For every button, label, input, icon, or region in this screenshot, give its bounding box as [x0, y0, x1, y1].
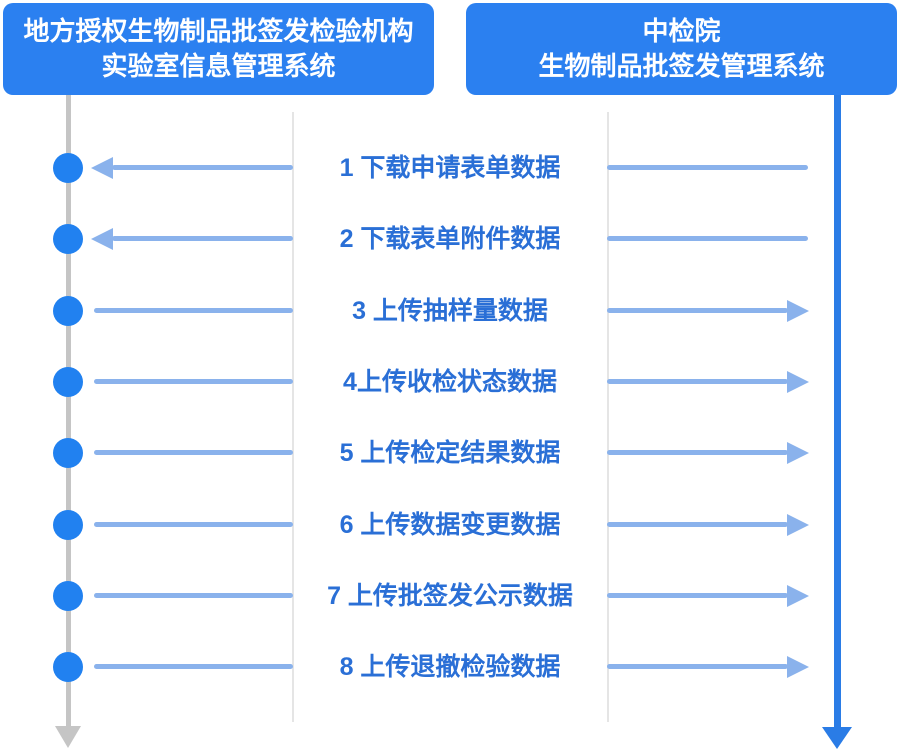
message-label: 3 上传抽样量数据	[352, 297, 548, 325]
message-dot	[53, 153, 83, 183]
actor-box-nifdc-system: 中检院 生物制品批签发管理系统	[466, 3, 897, 95]
message-line-right-segment	[607, 664, 788, 669]
actor-right-title-line1: 中检院	[642, 16, 721, 46]
message-line-left-segment	[112, 236, 293, 241]
message-label: 6 上传数据变更数据	[339, 511, 561, 539]
actor-box-local-lab-system: 地方授权生物制品批签发检验机构 实验室信息管理系统	[3, 3, 434, 95]
arrowhead-left-icon	[91, 157, 113, 179]
message-line-left-segment	[94, 664, 293, 669]
message-label: 1 下载申请表单数据	[339, 154, 561, 182]
right-lifeline-down-arrow-icon	[822, 727, 852, 749]
message-line-left-segment	[94, 522, 293, 527]
message-dot	[53, 224, 83, 254]
message-line-left-segment	[94, 450, 293, 455]
arrowhead-right-icon	[787, 514, 809, 536]
message-label: 2 下载表单附件数据	[339, 225, 561, 253]
message-line-right-segment	[607, 593, 788, 598]
label-column-guide-left	[292, 112, 294, 722]
arrowhead-right-icon	[787, 371, 809, 393]
actor-left-title-line1: 地方授权生物制品批签发检验机构	[23, 16, 414, 46]
arrowhead-right-icon	[787, 656, 809, 678]
message-line-left-segment	[112, 165, 293, 170]
message-line-left-segment	[94, 308, 293, 313]
arrowhead-right-icon	[787, 585, 809, 607]
right-lifeline	[834, 95, 841, 727]
arrowhead-right-icon	[787, 442, 809, 464]
message-dot	[53, 652, 83, 682]
message-line-right-segment	[607, 308, 788, 313]
message-dot	[53, 367, 83, 397]
arrowhead-right-icon	[787, 300, 809, 322]
message-line-right-segment	[607, 450, 788, 455]
left-lifeline-down-arrow-icon	[55, 726, 81, 748]
message-dot	[53, 296, 83, 326]
message-line-right-segment	[607, 522, 788, 527]
message-line-right-segment	[607, 236, 808, 241]
message-label: 5 上传检定结果数据	[339, 439, 561, 467]
actor-right-title-line2: 生物制品批签发管理系统	[538, 51, 825, 81]
left-lifeline	[66, 95, 71, 728]
message-line-right-segment	[607, 165, 808, 170]
arrowhead-left-icon	[91, 228, 113, 250]
message-dot	[53, 510, 83, 540]
message-label: 7 上传批签发公示数据	[327, 582, 573, 610]
label-column-guide-right	[607, 112, 609, 722]
message-dot	[53, 581, 83, 611]
actor-left-title-line2: 实验室信息管理系统	[101, 51, 336, 81]
message-line-right-segment	[607, 379, 788, 384]
message-label: 4上传收检状态数据	[343, 368, 557, 396]
message-dot	[53, 438, 83, 468]
message-label: 8 上传退撤检验数据	[339, 653, 561, 681]
message-line-left-segment	[94, 379, 293, 384]
message-line-left-segment	[94, 593, 293, 598]
